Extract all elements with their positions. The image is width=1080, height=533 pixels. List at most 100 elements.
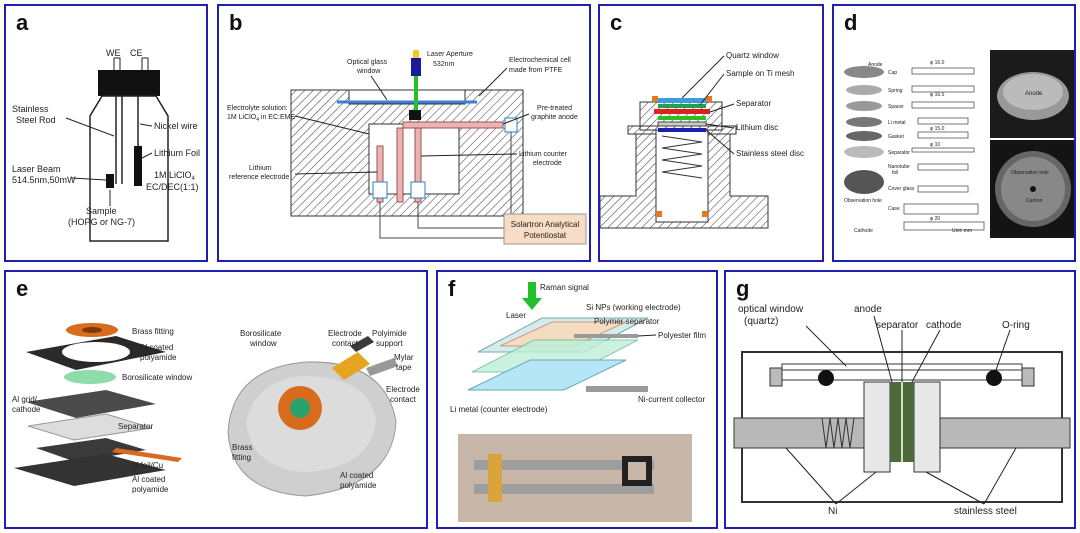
label-ec1-a: Electrode [328, 329, 362, 338]
diagram-f: Laser Raman signal Si NPs (working elect… [450, 282, 706, 522]
label-obs-hole: Observation hole [844, 198, 882, 204]
dim-5: φ 20 [930, 216, 940, 222]
label-laser-1: Laser Beam [12, 164, 61, 174]
label-o-ring: O-ring [1002, 320, 1030, 331]
diagram-e: Brass fitting Al coated polyamide Borosi… [12, 323, 420, 497]
li-metal-counter [467, 359, 627, 391]
label-separator: Separator [888, 150, 910, 156]
laser-arrow-head [522, 298, 542, 310]
label-al-coated-3a: Al coated [340, 471, 373, 480]
panel-label-f: f [448, 276, 456, 301]
panel-f: f Laser Raman signal Si NPs (working ele… [436, 270, 718, 529]
cell-vial [89, 95, 169, 242]
label-grid-1: Al grid/ [12, 395, 38, 404]
label-cap: Cap [888, 70, 897, 76]
label-lithium-foil: Lithium Foil [154, 148, 200, 158]
label-laser: Laser [506, 311, 526, 320]
label-reference-2: reference electrode [229, 174, 289, 181]
label-al-coated-2b: polyamide [132, 485, 169, 494]
label-nanotube-2: foil [892, 170, 898, 176]
label-nickel-wire: Nickel wire [154, 121, 198, 131]
label-si-nps: Si NPs (working electrode) [586, 303, 681, 312]
diagram-g: optical window (quartz) anode separator … [733, 304, 1071, 517]
separator-layer [27, 413, 153, 441]
label-case: Case [888, 206, 900, 212]
label-separator: Separator [118, 422, 153, 431]
sample-piece [106, 174, 114, 188]
panel-label-c: c [610, 10, 623, 35]
label-al-coated-2a: Al coated [132, 475, 165, 484]
potentiostat-box [503, 213, 587, 245]
label-ec2-a: Electrode [386, 385, 420, 394]
al-grid-cathode [26, 390, 156, 418]
panel-label-g: g [736, 276, 750, 301]
polyimide-support [332, 352, 370, 380]
label-spacer: Spacer [888, 104, 904, 110]
label-grid-2: cathode [12, 405, 41, 414]
label-separator: Separator [736, 99, 771, 108]
lithium-foil [134, 146, 142, 186]
panel-e: e Brass fitting Al coated polyamide Boro… [4, 270, 428, 529]
label-lithium-disc: Lithium disc [736, 123, 778, 132]
label-quartz: Quartz window [726, 51, 779, 60]
label-li-metal: Li metal (counter electrode) [450, 405, 548, 414]
part-cathode [844, 170, 884, 194]
label-bwin-1: Borosilicate [240, 329, 282, 338]
label-cathode: Cathode [854, 228, 873, 234]
label-mylar-1: Mylar [394, 353, 414, 362]
label-solution-1: Electrolyte solution: [227, 105, 288, 112]
label-gasket: Gasket [888, 134, 904, 140]
panel-label-b: b [229, 10, 243, 35]
label-ni: Ni [828, 506, 837, 517]
separator-layer [654, 109, 710, 114]
label-cover-glass: Cover glass [888, 186, 915, 192]
label-aperture-2: 532nm [433, 61, 455, 68]
label-sample-2: (HOPG or NG-7) [68, 217, 135, 227]
label-aperture-1: Laser Aperture [427, 51, 473, 58]
label-polyester: Polyester film [658, 331, 706, 340]
photo-label-obs-hole: Observation hole [1011, 170, 1049, 176]
label-al-coated-3b: polyamide [340, 481, 377, 490]
label-potentiostat-2: Potentiostat [524, 231, 567, 240]
label-laser-2: 514.5nm,50mW [12, 175, 76, 185]
label-brass-2b: fitting [232, 453, 251, 462]
label-borosilicate: Borosilicate window [122, 373, 192, 382]
label-nanotube-1: Nanotube [888, 164, 910, 170]
label-al-coated-1a: Al coated [140, 343, 173, 352]
label-ec1-b: contact [332, 339, 359, 348]
dimension-labels: Cap Spring Spacer Li metal Gasket Separa… [888, 60, 972, 234]
label-electrolyte-2: EC/DEC(1:1) [146, 182, 199, 192]
label-brass-fitting: Brass fitting [132, 327, 174, 336]
label-electrolyte-1: 1M LiClO4 [154, 170, 196, 182]
label-sample-1: Sample [86, 206, 117, 216]
label-rod-1: Stainless [12, 104, 49, 114]
photo-label-carbon: Carbon [1026, 198, 1043, 204]
laser-aperture [411, 58, 421, 76]
label-bwin-2: window [249, 339, 277, 348]
panel-label-e: e [16, 276, 29, 301]
photo-label-anode: Anode [1025, 91, 1043, 97]
label-cell-1: Electrochemical cell [509, 57, 571, 64]
diagram-a: WE CE Stainless Steel Rod Nickel wire Li… [12, 48, 200, 242]
panel-a: a WE CE Stainless Steel Rod Nickel wire … [4, 4, 208, 262]
label-window-1: optical window [738, 304, 804, 315]
dim-2: φ 16.5 [930, 92, 945, 98]
diagram-b: Solartron Analytical Potentiostat Optica… [227, 50, 587, 245]
label-rod-2: Steel Rod [16, 115, 56, 125]
label-spring: Spring [888, 88, 903, 94]
diagram-c: Quartz window Sample on Ti mesh Separato… [600, 51, 804, 229]
label-anode-1: Pre-treated [537, 105, 572, 112]
label-brass-2a: Brass [232, 443, 252, 452]
laser-arrow-shaft [528, 282, 536, 298]
quartz-window [658, 98, 706, 103]
layer-al-polyamide-bottom [14, 454, 166, 486]
panel-d: d Anode Cathode Observation hole Cap Spr… [832, 4, 1076, 262]
label-al-coated-1b: polyamide [140, 353, 177, 362]
label-reference-1: Lithium [249, 165, 272, 172]
label-polyimide-2: support [376, 339, 403, 348]
label-potentiostat-1: Solartron Analytical [511, 220, 580, 229]
label-stainless-steel: stainless steel [954, 506, 1017, 517]
label-mesh: Sample on Ti mesh [726, 69, 794, 78]
borosilicate-window [64, 370, 116, 384]
label-cathode: cathode [926, 320, 962, 331]
